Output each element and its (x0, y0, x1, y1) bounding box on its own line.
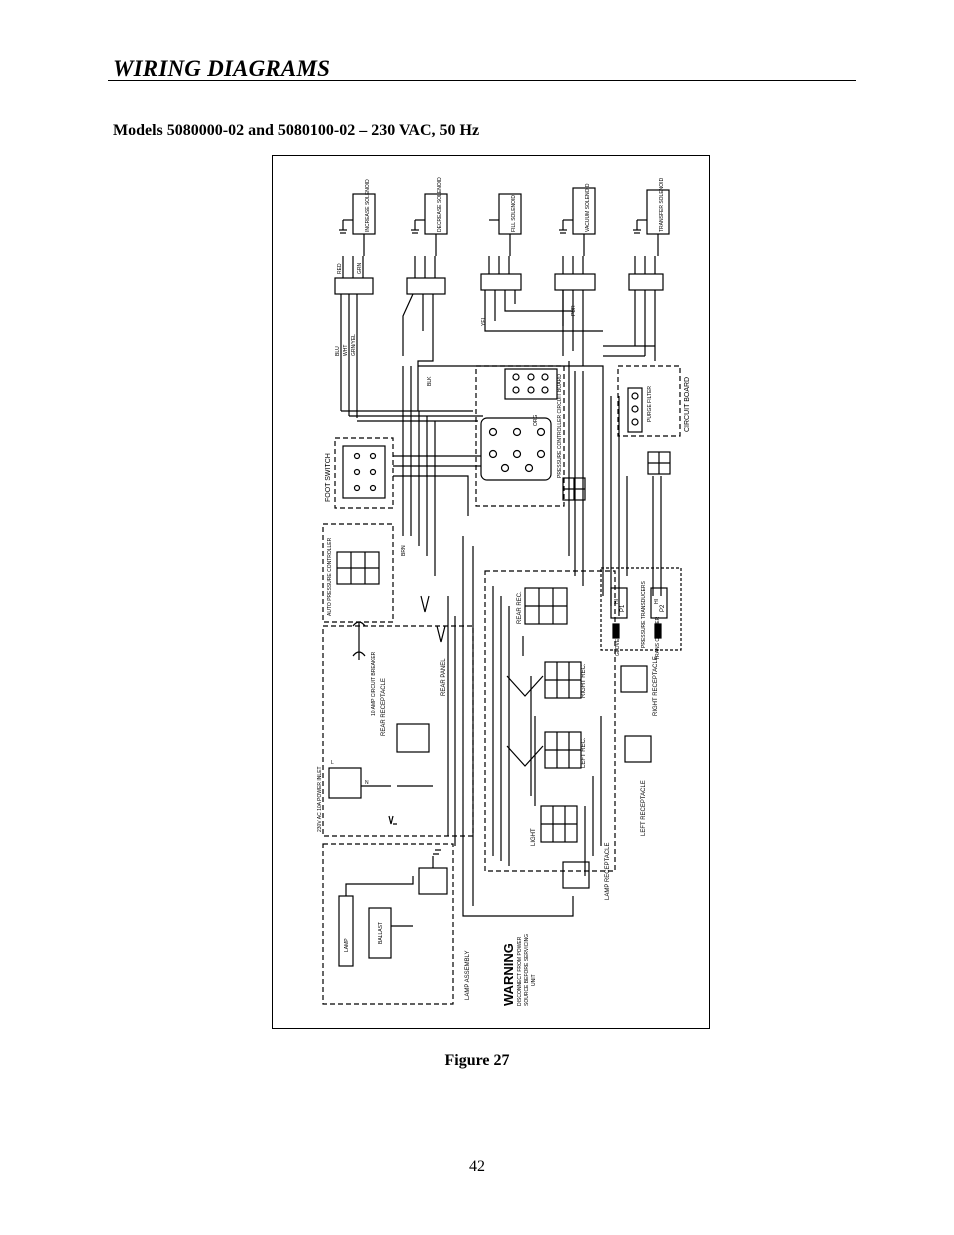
label-fill-solenoid: FILL SOLENOID (511, 195, 517, 232)
decrease-solenoid (411, 193, 448, 256)
transfer-solenoid (633, 189, 670, 256)
label-rear-receptacle: REAR RECEPTACLE (381, 678, 387, 736)
internal-receptacles-boundary (484, 570, 616, 872)
label-pressure-controller-board: PRESSURE CONTROLLER CIRCUIT BOARD (557, 374, 563, 478)
auto-pressure-controller-boundary (322, 523, 394, 623)
label-rear-rec: REAR REC. (517, 591, 523, 624)
label-purge-filter: PURGE FILTER (647, 386, 653, 422)
figure-subtitle: Models 5080000-02 and 5080100-02 – 230 V… (113, 122, 480, 139)
label-light: LIGHT (531, 828, 537, 846)
rear-panel-boundary (322, 625, 474, 837)
left-receptacle-plug (624, 735, 652, 763)
label-lamp-receptacle: LAMP RECEPTACLE (605, 843, 611, 900)
section-title: WIRING DIAGRAMS (113, 56, 331, 81)
label-glove-box: GLOVE BOX (615, 626, 621, 656)
page-number: 42 (469, 1158, 485, 1175)
label-ballast: BALLAST (378, 922, 384, 944)
title-rule (108, 80, 856, 81)
ballast (368, 907, 392, 959)
fill-solenoid (489, 193, 522, 256)
lamp-assembly-boundary (322, 843, 454, 1005)
rear-receptacle (396, 723, 430, 753)
label-foot-switch: FOOT SWITCH (325, 453, 332, 502)
connector-2 (406, 277, 446, 295)
label-left-receptacle: LEFT RECEPTACLE (641, 780, 647, 836)
label-pressure-transducers: PRESSURE TRANSDUCERS (641, 580, 647, 648)
wire-label-wht: WHT (343, 345, 349, 356)
increase-solenoid (339, 193, 376, 256)
wire-label-yel: YEL (481, 316, 487, 326)
label-circuit-board: CIRCUIT BOARD (684, 377, 691, 432)
connector-4 (554, 273, 596, 291)
pressure-controller-board (480, 417, 552, 481)
label-left-rec: LEFT REC. (581, 737, 587, 768)
label-power-inlet: 230V AC 10A POWER INLET (317, 766, 323, 832)
label-rear-panel: REAR PANEL (441, 658, 447, 696)
wire-label-blu: BLU (335, 346, 341, 356)
wiring-diagram-figure: INCREASE SOLENOID DECREASE SOLENOID FILL… (272, 155, 710, 1029)
lamp-tube (338, 895, 354, 967)
label-right-receptacle: RIGHT RECEPTACLE (653, 656, 659, 716)
warning-text-1: DISCONNECT FROM POWER (517, 936, 523, 1006)
warning-title: WARNING (501, 943, 516, 1006)
wire-label-pur: PUR (571, 305, 577, 316)
warning-text-3: UNIT (531, 974, 537, 986)
wire-label-org: ORG (533, 415, 539, 427)
wire-label-grn: GRN (357, 263, 363, 275)
wire-label-grnyel: GRN/YEL (351, 334, 357, 356)
label-hi-p2: HI (654, 599, 660, 604)
connector-5 (628, 273, 664, 291)
label-p1: P1 (620, 604, 626, 612)
label-auto-pressure-controller: AUTO PRESSURE CONTROLLER (327, 537, 333, 616)
lamp-receptacle-plug (562, 861, 590, 889)
foot-switch-boundary (334, 437, 394, 509)
label-right-rec: RIGHT REC. (581, 663, 587, 698)
wiring-diagram: INCREASE SOLENOID DECREASE SOLENOID FILL… (317, 177, 691, 1006)
connector-1 (334, 277, 374, 295)
label-increase-solenoid: INCREASE SOLENOID (365, 179, 371, 232)
warning-text-2: SOURCE BEFORE SERVICING (524, 934, 530, 1006)
connector-3 (480, 273, 522, 291)
power-inlet (328, 767, 362, 799)
right-receptacle-plug (620, 665, 648, 693)
pressure-transducers-boundary (600, 567, 682, 651)
label-n: N (365, 780, 369, 786)
label-lamp-assembly: LAMP ASSEMBLY (465, 951, 471, 1000)
label-p2: P2 (660, 604, 666, 612)
circuit-board-boundary (617, 365, 681, 437)
pressure-controller-boundary (475, 365, 565, 507)
lamp-assembly-plug (418, 867, 448, 895)
label-vacuum-solenoid: VACUUM SOLENOID (585, 183, 591, 232)
label-transfer-solenoid: TRANSFER SOLENOID (659, 177, 665, 232)
figure-caption: Figure 27 (444, 1052, 510, 1069)
label-hi-p1: HI (614, 599, 620, 604)
label-lamp: LAMP (344, 938, 350, 952)
label-decrease-solenoid: DECREASE SOLENOID (437, 177, 443, 232)
wire-label-red: RED (337, 263, 343, 274)
vacuum-solenoid (559, 187, 596, 256)
wire-label-brn: BRN (401, 545, 407, 556)
label-l: L (331, 760, 334, 766)
label-circuit-breaker: 10 AMP CIRCUIT BREAKER (371, 651, 377, 716)
wire-label-blk: BLK (427, 376, 433, 386)
relay-block (504, 368, 558, 400)
label-trans-chamber: TRANS CHAMBER (655, 616, 661, 660)
